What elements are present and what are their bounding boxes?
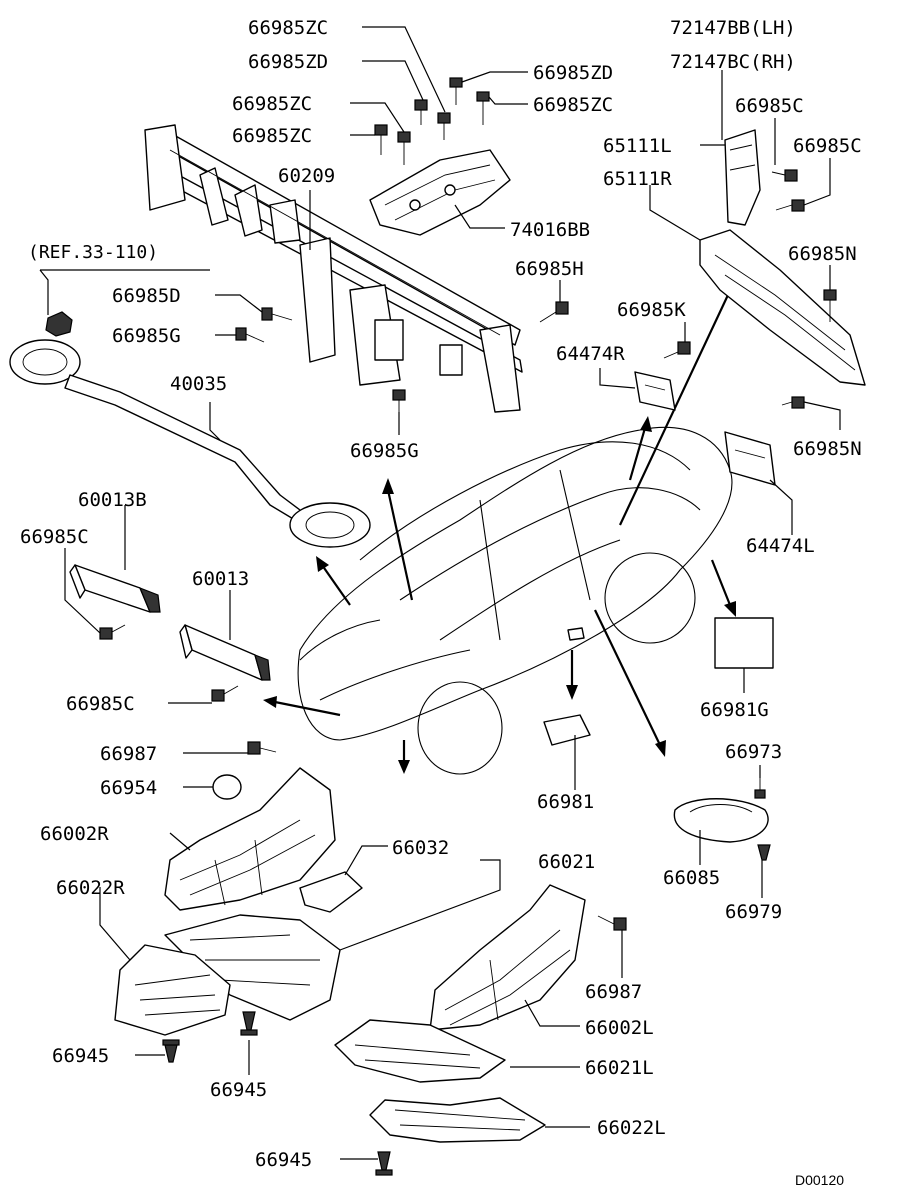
direction-arrows (263, 268, 741, 774)
bolt-icon (397, 131, 411, 165)
splash-shield-66002L (429, 884, 586, 1031)
bolt-icon (771, 169, 798, 182)
under-cover-66022L (369, 1097, 546, 1143)
bolt-icon (414, 99, 428, 125)
car-body-outline (297, 426, 733, 775)
clip-bolts-left (99, 624, 277, 800)
bolt-icon (449, 77, 463, 105)
under-cover-66021L (334, 1019, 506, 1083)
callout-66985C: 66985C (66, 693, 135, 715)
service-hole-cover-66085 (673, 778, 771, 861)
callout-72147BC: 72147BC(RH) (670, 51, 796, 73)
callout-66985C: 66985C (793, 135, 862, 157)
bolt-icon (392, 389, 406, 412)
callout-60013B: 60013B (78, 489, 147, 511)
callout-66002R: 66002R (40, 823, 109, 845)
center-bracket-74016BB (369, 149, 511, 236)
callout-66985ZD: 66985ZD (248, 51, 328, 73)
bolt-icon (374, 124, 388, 155)
callout-66981G: 66981G (700, 699, 769, 721)
callout-65111L: 65111L (603, 135, 672, 157)
callout-66985ZD: 66985ZD (533, 62, 613, 84)
bolt-icon (99, 624, 126, 640)
callout-40035: 40035 (170, 373, 227, 395)
clip-icon (757, 844, 771, 861)
callout-66985C: 66985C (20, 526, 89, 548)
callout-66979: 66979 (725, 901, 782, 923)
bolt-icon (437, 112, 451, 140)
splash-shield-66002R (164, 767, 336, 911)
callout-66945: 66945 (255, 1149, 312, 1171)
bolt-icon (211, 685, 239, 702)
callout-66987: 66987 (585, 981, 642, 1003)
clip-icon (375, 1151, 393, 1176)
callouts: 66985ZC 66985ZD 66985ZD 66985ZC 66985ZC … (20, 17, 862, 1187)
bolt-icon (781, 396, 805, 409)
clip-icon (754, 778, 766, 799)
instrument-panel-crossmember (144, 124, 523, 413)
bolt-icon (597, 915, 627, 931)
nut-icon (45, 311, 73, 337)
callout-66973: 66973 (725, 741, 782, 763)
under-cover-66022R (114, 944, 231, 1036)
callout-66987: 66987 (100, 743, 157, 765)
callout-66985N: 66985N (788, 243, 857, 265)
callout-66022L: 66022L (597, 1117, 666, 1139)
callout-65111R: 65111R (603, 168, 672, 190)
callout-66985G: 66985G (350, 440, 419, 462)
diagram-code: D00120 (795, 1172, 844, 1187)
callout-64474L: 64474L (746, 535, 815, 557)
brackets-64474 (634, 371, 776, 486)
callout-66985C: 66985C (735, 95, 804, 117)
clip-icon (162, 1039, 180, 1063)
callout-66985ZC: 66985ZC (232, 125, 312, 147)
bolts-top (45, 77, 691, 412)
callout-66021: 66021 (538, 851, 595, 873)
callout-66945: 66945 (210, 1079, 267, 1101)
leader-lines (39, 26, 841, 1160)
clips-bottom (162, 915, 627, 1176)
bolt-icon (476, 91, 490, 125)
callout-66985H: 66985H (515, 258, 584, 280)
bolt-icon (235, 327, 265, 343)
callout-reference: (REF.33-110) (28, 242, 158, 263)
sponge-60013 (179, 624, 271, 681)
bracket-66032 (299, 871, 363, 913)
callout-72147BB: 72147BB(LH) (670, 17, 796, 39)
callout-66022R: 66022R (56, 877, 125, 899)
callout-66945: 66945 (52, 1045, 109, 1067)
label-blocks (543, 617, 774, 746)
callout-66021L: 66021L (585, 1057, 654, 1079)
plug-icon (212, 774, 242, 800)
clip-icon (240, 1011, 258, 1036)
bolt-icon (261, 307, 293, 321)
callout-66985ZC: 66985ZC (533, 94, 613, 116)
callout-60013: 60013 (192, 568, 249, 590)
sponge-60013B (69, 564, 161, 613)
bolt-icon (247, 741, 277, 755)
callout-60209: 60209 (278, 165, 335, 187)
callout-66002L: 66002L (585, 1017, 654, 1039)
callout-66085: 66085 (663, 867, 720, 889)
callout-64474R: 64474R (556, 343, 625, 365)
callout-66954: 66954 (100, 777, 157, 799)
callout-66985ZC: 66985ZC (232, 93, 312, 115)
strut-tower-bar-40035 (9, 339, 371, 548)
callout-66985K: 66985K (617, 299, 686, 321)
callout-66985ZC: 66985ZC (248, 17, 328, 39)
callout-66981: 66981 (537, 791, 594, 813)
bolt-icon (775, 199, 805, 212)
dash-side-brackets (699, 129, 866, 409)
callout-66032: 66032 (392, 837, 449, 859)
callout-66985D: 66985D (112, 285, 181, 307)
bolt-icon (539, 301, 569, 323)
callout-66985N: 66985N (793, 438, 862, 460)
bolt-icon (663, 341, 691, 359)
callout-74016BB: 74016BB (510, 219, 590, 241)
callout-66985G: 66985G (112, 325, 181, 347)
